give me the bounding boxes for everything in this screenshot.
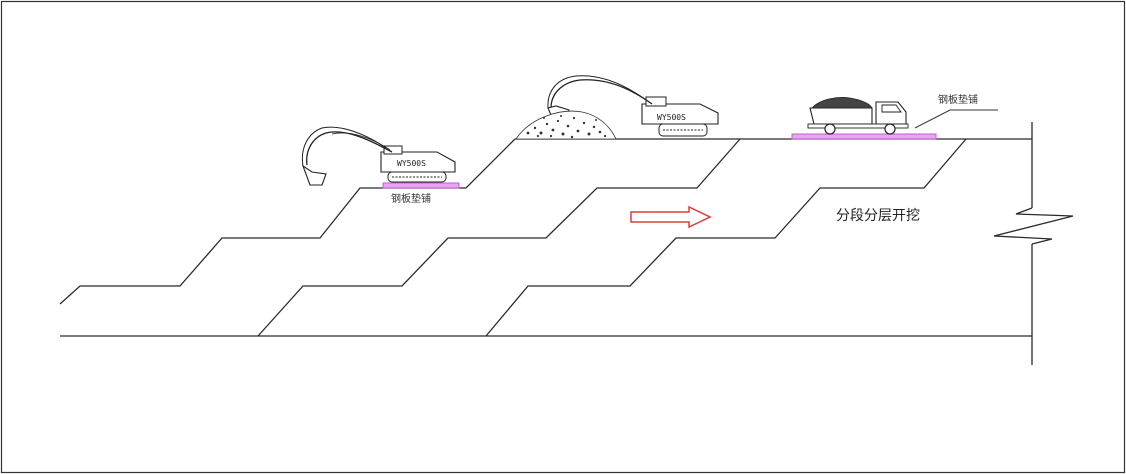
dump-truck-wheel-front xyxy=(884,123,896,135)
excavator-right-model: WY500S xyxy=(657,113,686,122)
dump-truck-wheel-rear xyxy=(824,123,836,135)
direction-arrow-icon xyxy=(630,205,712,229)
steel-plate-pad-right xyxy=(791,133,937,140)
excavator-left-bucket xyxy=(301,164,327,186)
spoil-pile-texture xyxy=(526,115,607,139)
pad-label-right-leader xyxy=(914,109,998,129)
zigzag-break-icon xyxy=(993,207,1074,245)
dump-truck-load xyxy=(811,97,873,109)
excavator-left-boom xyxy=(306,131,393,166)
pad-label-left: 钢板垫铺 xyxy=(391,192,431,205)
stair-3 xyxy=(485,138,967,337)
dump-truck-bed xyxy=(809,107,873,125)
excavator-left-body xyxy=(380,151,456,173)
ground-layers xyxy=(59,122,1074,365)
spoil-pile xyxy=(515,110,617,140)
excavator-left-model: WY500S xyxy=(397,159,426,168)
dump-truck-cab xyxy=(875,101,907,125)
stair-2 xyxy=(257,138,741,337)
pad-label-right: 钢板垫铺 xyxy=(938,93,978,106)
excavator-right-body xyxy=(641,103,719,125)
steel-plate-pad-left xyxy=(382,182,460,189)
excavator-left: WY500S xyxy=(301,126,456,186)
excavator-right-boom xyxy=(550,79,653,109)
excavator-right: WY500S xyxy=(515,75,719,140)
stage-text: 分段分层开挖 xyxy=(836,208,920,224)
dump-truck xyxy=(807,97,909,135)
